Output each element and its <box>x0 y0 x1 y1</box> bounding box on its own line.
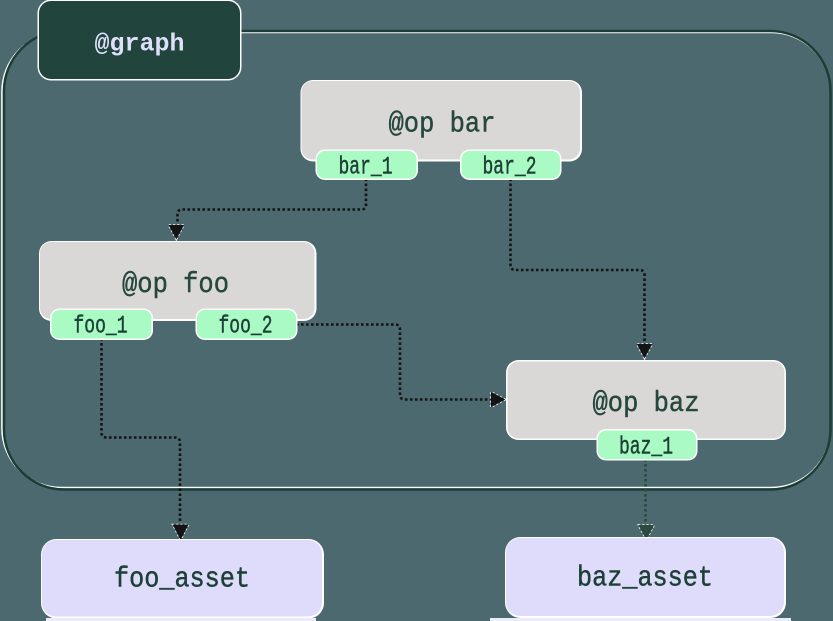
svg-text:@op foo: @op foo <box>122 268 229 301</box>
svg-text:bar_2: bar_2 <box>483 153 537 182</box>
svg-text:baz_1: baz_1 <box>619 433 673 462</box>
svg-text:baz_asset: baz_asset <box>577 562 713 595</box>
svg-text:bar_1: bar_1 <box>339 153 393 182</box>
svg-text:foo_1: foo_1 <box>74 312 128 341</box>
svg-text:@graph: @graph <box>94 30 184 59</box>
svg-text:@op baz: @op baz <box>593 387 700 420</box>
svg-text:@op bar: @op bar <box>389 108 496 141</box>
svg-text:foo_asset: foo_asset <box>114 563 250 596</box>
svg-text:foo_2: foo_2 <box>219 312 273 341</box>
